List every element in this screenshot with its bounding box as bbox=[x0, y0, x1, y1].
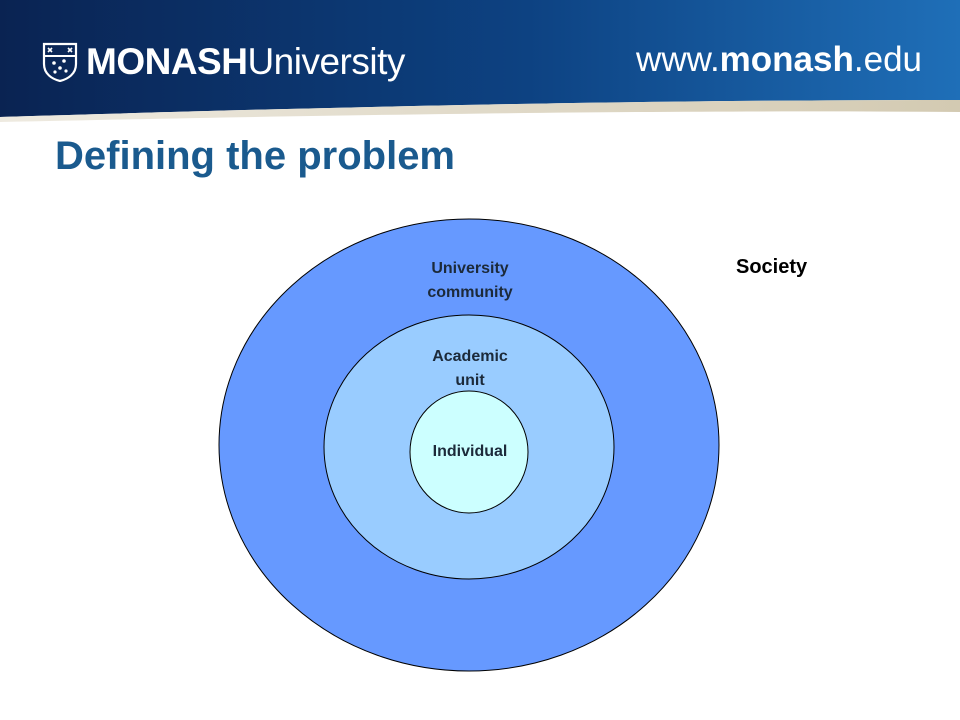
website-url[interactable]: www.monash.edu bbox=[636, 38, 922, 82]
ring-individual bbox=[409, 390, 529, 514]
url-domain: monash bbox=[719, 40, 854, 79]
header-swoosh bbox=[0, 100, 960, 122]
url-suffix: .edu bbox=[853, 40, 922, 79]
slide-title: Defining the problem bbox=[55, 134, 455, 178]
label-university-community: University community bbox=[427, 260, 513, 301]
label-academic-unit: Academic unit bbox=[432, 348, 508, 389]
header-background bbox=[0, 0, 960, 125]
monash-crest-icon bbox=[42, 42, 78, 82]
label-society: Society bbox=[736, 256, 808, 278]
logo-brand: MONASH bbox=[86, 41, 248, 82]
header-banner: MONASHUniversity www.monash.edu bbox=[0, 0, 960, 125]
label-individual: Individual bbox=[432, 443, 508, 460]
logo-suffix: University bbox=[247, 41, 405, 82]
monash-logo-text[interactable]: MONASHUniversity bbox=[86, 40, 405, 84]
url-prefix: www. bbox=[636, 40, 720, 79]
